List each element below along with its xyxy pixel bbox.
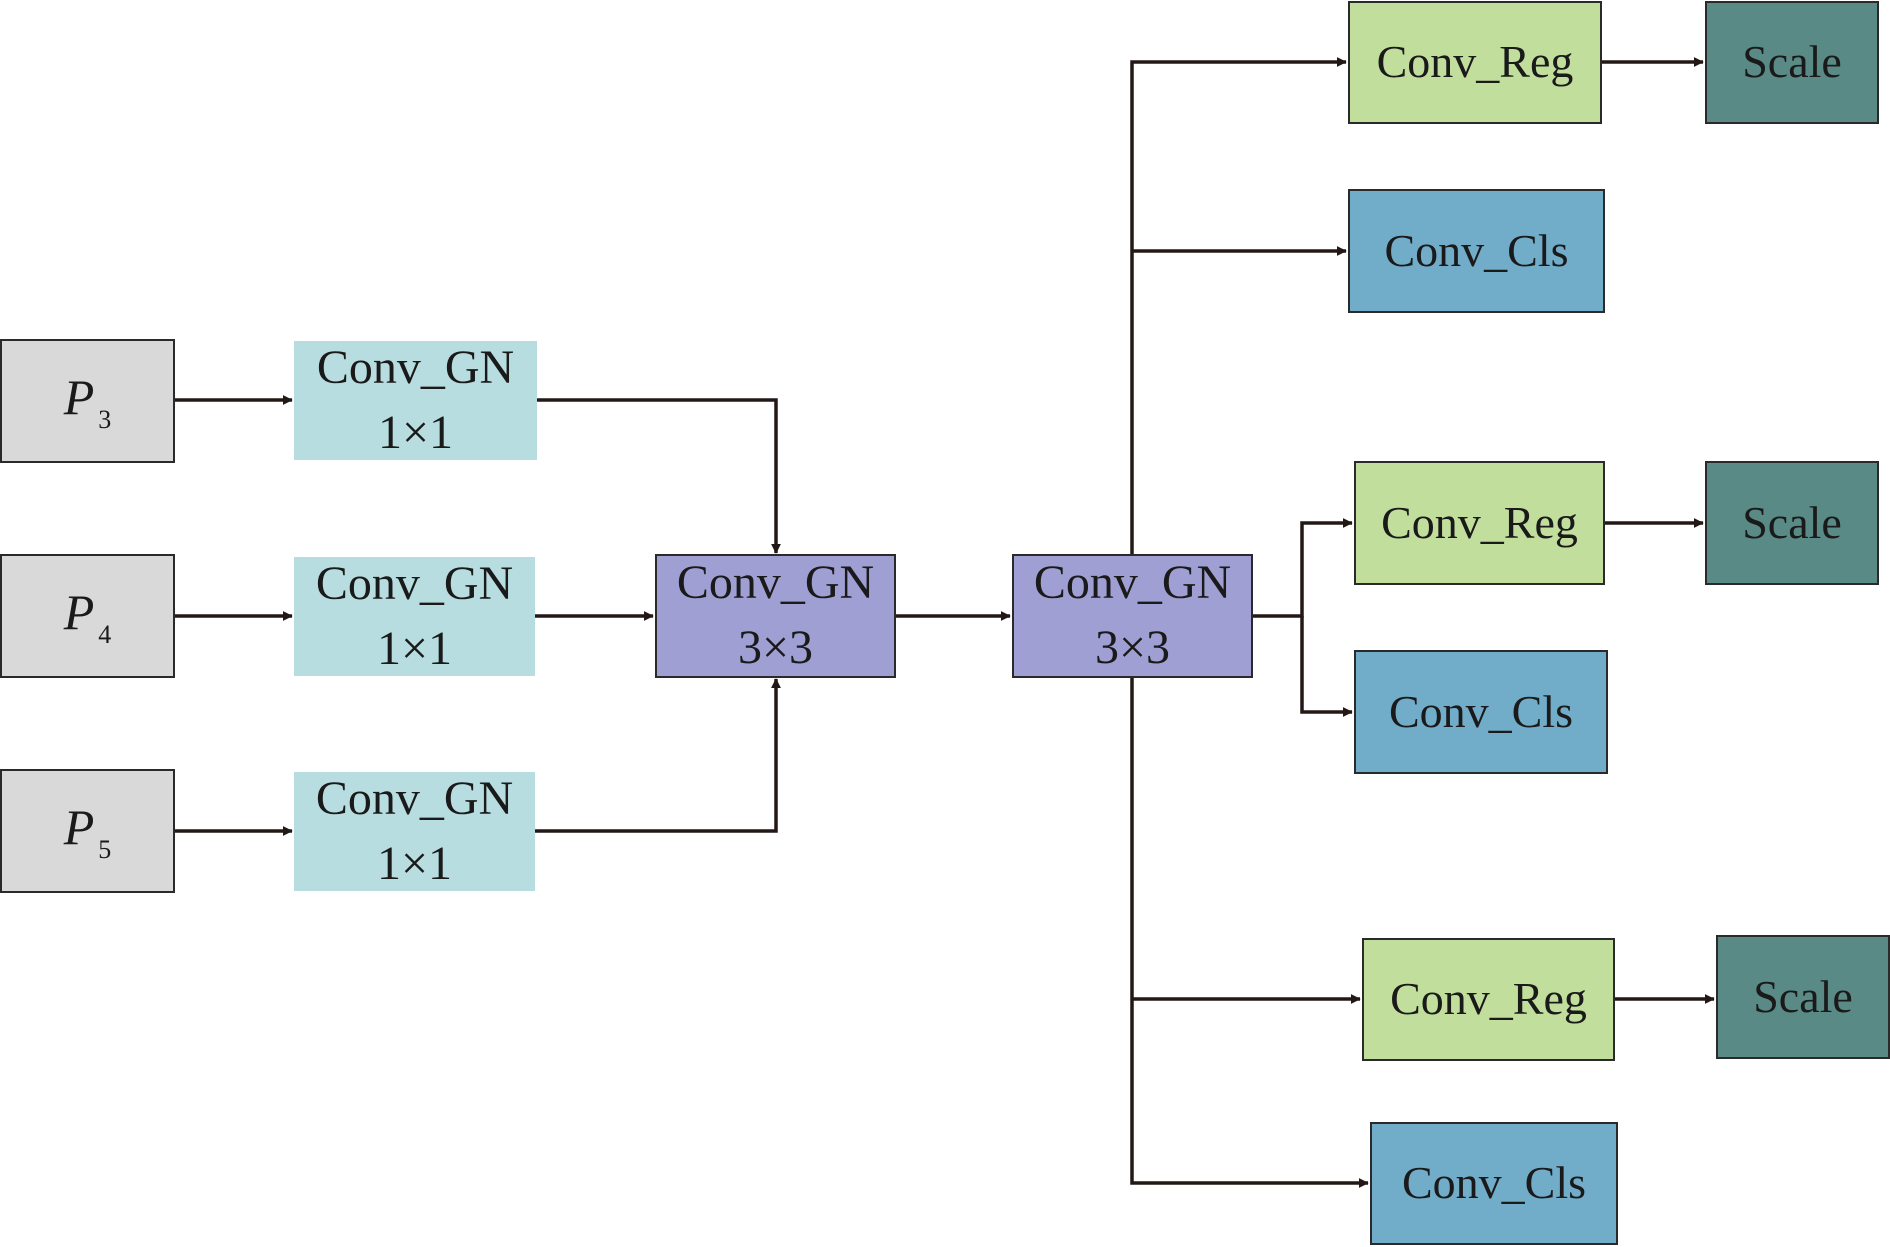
conv-cls-1-label: Conv_Cls [1384, 224, 1569, 276]
conv-gn-3x3-merge: Conv_GN 3×3 [655, 554, 896, 678]
conv-reg-2-label: Conv_Reg [1381, 496, 1578, 548]
arrow-conv1-to-merge [537, 398, 781, 554]
input-p5-subscript: 5 [98, 835, 112, 865]
conv-cls-2-label: Conv_Cls [1388, 685, 1574, 737]
conv-reg-3: Conv_Reg [1362, 938, 1615, 1061]
conv-gn-1x1-middle: Conv_GN 1×1 [294, 557, 535, 676]
scale-2: Scale [1705, 461, 1879, 585]
conv-gn-1x1-top-name: Conv_GN [316, 340, 515, 394]
input-p4-letter: P [63, 584, 95, 641]
conv-cls-3-label: Conv_Cls [1401, 1157, 1587, 1209]
conv-cls-1: Conv_Cls [1348, 189, 1605, 313]
conv-gn-1x1-bottom: Conv_GN 1×1 [294, 772, 535, 891]
conv-gn-1x1-bottom-size: 1×1 [376, 836, 453, 890]
arrow-to-cls-2 [1300, 616, 1353, 717]
input-p5-letter: P [63, 799, 95, 856]
trunk-down [1130, 678, 1369, 1188]
conv-reg-2: Conv_Reg [1354, 461, 1605, 585]
conv-gn-1x1-middle-name: Conv_GN [315, 556, 514, 610]
scale-3-label: Scale [1753, 970, 1853, 1022]
input-p3-letter: P [63, 369, 95, 426]
conv-cls-2: Conv_Cls [1354, 650, 1608, 774]
conv-gn-1x1-top: Conv_GN 1×1 [294, 341, 537, 460]
conv-gn-3x3-shared: Conv_GN 3×3 [1012, 554, 1253, 678]
conv-gn-1x1-middle-size: 1×1 [376, 621, 453, 675]
scale-2-label: Scale [1742, 496, 1842, 548]
branch-middle [1253, 518, 1353, 618]
scale-3: Scale [1716, 935, 1890, 1059]
conv-reg-1: Conv_Reg [1348, 1, 1602, 124]
conv-reg-3-label: Conv_Reg [1390, 973, 1587, 1025]
conv-gn-3x3-merge-size: 3×3 [737, 621, 814, 674]
scale-1-label: Scale [1742, 36, 1842, 88]
scale-1: Scale [1705, 1, 1879, 124]
conv-reg-1-label: Conv_Reg [1376, 36, 1574, 88]
conv-cls-3: Conv_Cls [1370, 1122, 1618, 1245]
conv-gn-3x3-shared-name: Conv_GN [1033, 556, 1232, 610]
conv-gn-3x3-merge-name: Conv_GN [676, 556, 875, 610]
conv-gn-1x1-top-size: 1×1 [377, 405, 454, 459]
input-p3-subscript: 3 [98, 405, 112, 435]
conv-gn-3x3-shared-size: 3×3 [1094, 621, 1171, 674]
input-p4-subscript: 4 [98, 620, 112, 650]
arrow-conv3-to-merge [535, 678, 781, 833]
conv-gn-1x1-bottom-name: Conv_GN [315, 771, 514, 825]
trunk-up [1130, 57, 1347, 554]
